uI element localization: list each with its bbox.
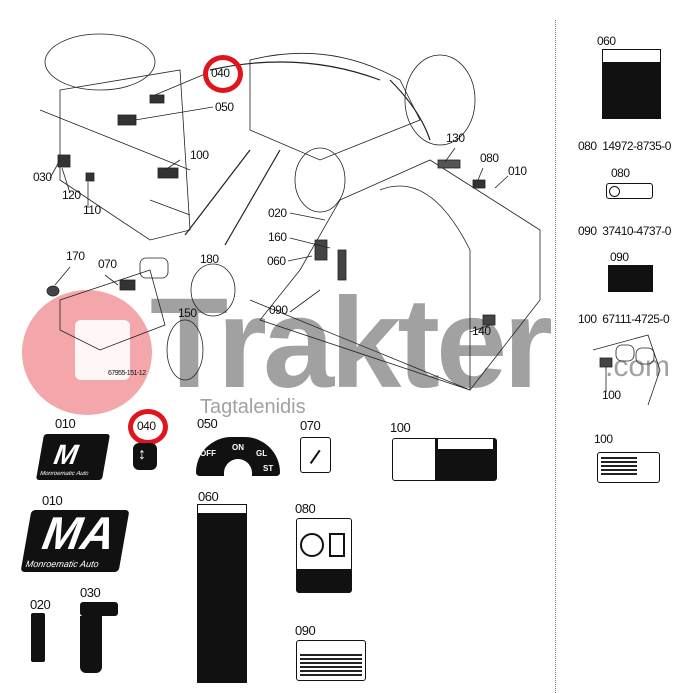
tractor-drawing <box>39 33 541 391</box>
sticker-060-label: 060 <box>597 34 616 48</box>
sticker-030-label: 030 <box>80 585 101 600</box>
sticker-060-bottom-label: 060 <box>198 489 219 504</box>
watermark-sub: Tagtalenidis <box>200 396 306 418</box>
callout-050[interactable]: 050 <box>215 100 234 114</box>
callout-160[interactable]: 160 <box>268 230 287 244</box>
column-divider <box>555 20 556 693</box>
sticker-090-image <box>608 265 653 292</box>
callout-020[interactable]: 020 <box>268 206 287 220</box>
callout-010[interactable]: 010 <box>508 164 527 178</box>
watermark-brand: Trakter <box>150 272 553 415</box>
sticker-020-image <box>31 613 45 662</box>
callout-100[interactable]: 100 <box>190 148 209 162</box>
callout-060[interactable]: 060 <box>267 254 286 268</box>
part-number-090: 090 37410-4737-0 <box>578 224 671 238</box>
callout-150[interactable]: 150 <box>178 306 197 320</box>
callout-110[interactable]: 110 <box>83 203 101 217</box>
detail-100-drawing <box>592 334 661 406</box>
sticker-040-image: ↕ <box>133 443 157 470</box>
sticker-050-image: OFF ON GL ST <box>196 437 280 479</box>
callout-130[interactable]: 130 <box>446 131 465 145</box>
callout-140[interactable]: 140 <box>472 324 491 338</box>
sticker-010-small-image: M Monroematic Auto <box>35 434 111 480</box>
callout-080[interactable]: 080 <box>480 151 499 165</box>
sticker-100-image <box>597 452 660 483</box>
sticker-030-image <box>80 602 118 616</box>
sticker-100-bottom-label: 100 <box>390 420 411 435</box>
part-number-100: 100 67111-4725-0 <box>578 312 670 326</box>
detail-100-label: 100 <box>602 388 621 402</box>
sticker-100-bottom-image <box>392 438 497 481</box>
callout-090[interactable]: 090 <box>269 303 288 317</box>
callout-070[interactable]: 070 <box>98 257 117 271</box>
highlight-ring-040 <box>203 55 243 93</box>
sticker-010-large-label: 010 <box>42 493 63 508</box>
drawing-code: 67955-151-12 <box>108 370 146 377</box>
sticker-020-label: 020 <box>30 597 51 612</box>
sticker-090-bottom-image <box>296 640 366 681</box>
sticker-070-image <box>300 437 331 473</box>
callout-180[interactable]: 180 <box>200 252 219 266</box>
sticker-080-bottom-label: 080 <box>295 501 316 516</box>
sticker-060-image <box>602 49 661 119</box>
sticker-090-bottom-label: 090 <box>295 623 316 638</box>
part-number-080: 080 14972-8735-0 <box>578 139 671 153</box>
highlight-ring-040-sticker <box>128 409 168 445</box>
callout-170[interactable]: 170 <box>66 249 85 263</box>
sticker-080-image <box>606 183 653 199</box>
sticker-010-large-image: MA Monroematic Auto <box>20 507 130 572</box>
sticker-090-label: 090 <box>610 250 629 264</box>
sticker-030-lever <box>80 616 102 673</box>
sticker-070-label: 070 <box>300 418 321 433</box>
callout-120[interactable]: 120 <box>62 188 81 202</box>
callout-030[interactable]: 030 <box>33 170 52 184</box>
sticker-040-label[interactable]: 040 <box>137 419 156 433</box>
sticker-010-small-label: 010 <box>55 416 76 431</box>
sticker-080-label: 080 <box>611 166 630 180</box>
sticker-060-bottom-image <box>197 504 247 683</box>
sticker-100-label: 100 <box>594 432 613 446</box>
sticker-050-label: 050 <box>197 416 218 431</box>
sticker-080-bottom-image <box>296 518 352 593</box>
callout-040[interactable]: 040 <box>211 66 230 80</box>
watermark-gear-hole <box>75 320 130 380</box>
